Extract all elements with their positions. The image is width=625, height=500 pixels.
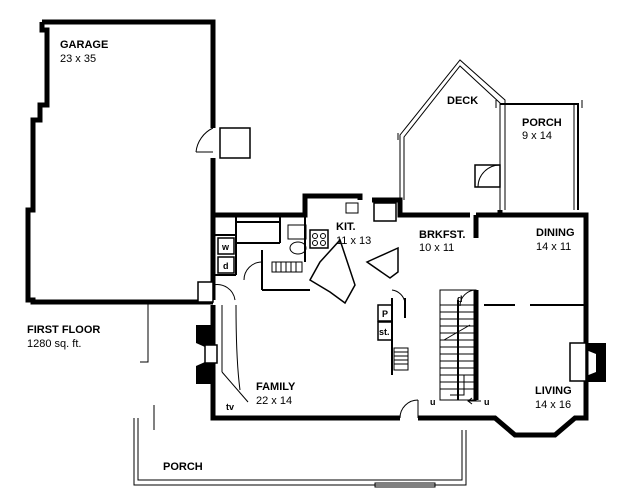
pantry-label: P bbox=[382, 309, 388, 319]
garage-size: 23 x 35 bbox=[60, 53, 96, 65]
deck-outline bbox=[397, 59, 506, 210]
floor-area: 1280 sq. ft. bbox=[27, 338, 81, 350]
porch-top-outline bbox=[495, 100, 583, 210]
living-size: 14 x 16 bbox=[535, 399, 571, 411]
stair-up-right-label: u bbox=[484, 397, 490, 407]
tv-label: tv bbox=[226, 402, 234, 412]
storage-label: st. bbox=[379, 327, 390, 337]
breakfast-name: BRKFST. bbox=[419, 229, 465, 241]
garage-walls bbox=[25, 19, 251, 305]
kitchen-size: 11 x 13 bbox=[336, 235, 371, 247]
garage-name: GARAGE bbox=[60, 39, 108, 51]
living-name: LIVING bbox=[535, 385, 572, 397]
washer-label: w bbox=[221, 242, 230, 252]
kitchen-name: KIT. bbox=[336, 221, 356, 233]
family-size: 22 x 14 bbox=[256, 395, 292, 407]
interior-walls bbox=[196, 202, 606, 419]
porch-top-size: 9 x 14 bbox=[522, 130, 552, 142]
stair-down-label: d bbox=[457, 294, 463, 304]
floor-title: FIRST FLOOR bbox=[27, 324, 100, 336]
dining-size: 14 x 11 bbox=[536, 241, 571, 253]
family-name: FAMILY bbox=[256, 381, 296, 393]
breakfast-size: 10 x 11 bbox=[419, 242, 454, 254]
porch-top-name: PORCH bbox=[522, 117, 562, 129]
dryer-label: d bbox=[223, 261, 229, 271]
stair-up-arrow-head bbox=[467, 397, 473, 405]
porch-bottom-outline bbox=[133, 300, 467, 488]
deck-name: DECK bbox=[447, 95, 478, 107]
stair-up-left-label: u bbox=[430, 397, 436, 407]
porch-bottom-name: PORCH bbox=[163, 461, 203, 473]
dining-name: DINING bbox=[536, 227, 575, 239]
